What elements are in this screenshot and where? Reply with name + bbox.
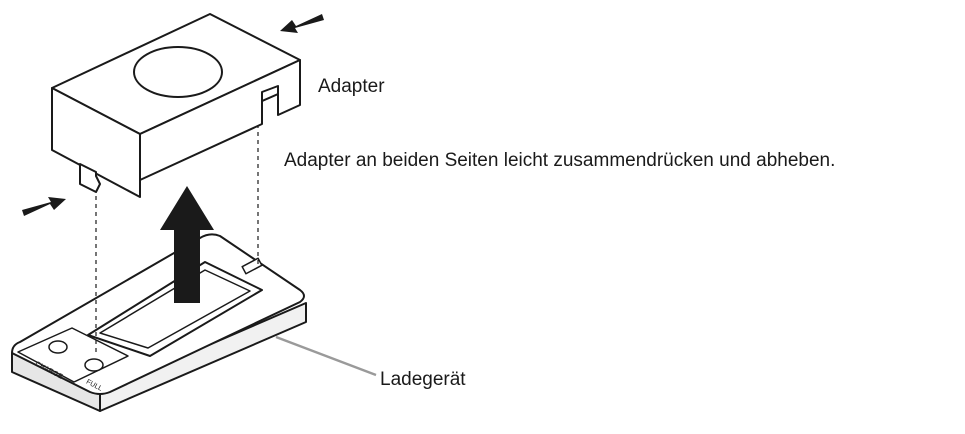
adapter-front-face <box>51 87 141 198</box>
charger-contact-slot-rear <box>241 257 263 275</box>
squeeze-arrow-icon <box>22 197 66 216</box>
squeeze-arrow-icon <box>280 14 324 33</box>
charger-well-inner <box>99 269 251 349</box>
adapter-window <box>133 46 223 98</box>
charger-leader-line <box>275 335 377 377</box>
alignment-guides <box>95 108 259 356</box>
charger-base <box>11 233 307 412</box>
adapter-label: Adapter <box>318 76 385 97</box>
adapter-clip-right <box>261 85 279 102</box>
charger-label: Ladegerät <box>380 369 466 390</box>
full-button <box>84 358 104 372</box>
charge-button <box>48 340 68 354</box>
adapter-clip-left <box>79 163 101 193</box>
lift-arrow-icon <box>160 186 214 303</box>
instruction-label: Adapter an beiden Seiten leicht zusammen… <box>284 150 836 171</box>
adapter <box>51 13 301 198</box>
